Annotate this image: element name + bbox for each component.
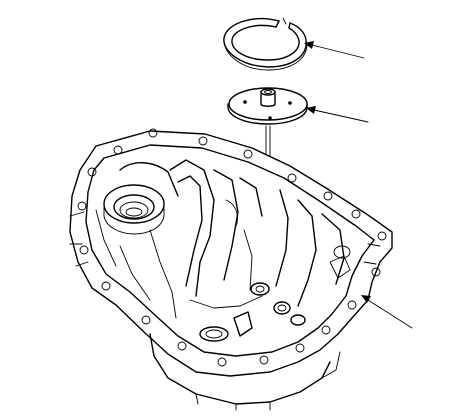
bolt-holes <box>77 128 387 367</box>
shim-plate-leader <box>306 106 369 123</box>
snap-ring-leader <box>304 41 365 59</box>
snap-ring <box>223 17 308 71</box>
lower-bosses <box>199 245 351 342</box>
internal-ribs <box>95 159 345 319</box>
callout-leaders <box>304 41 413 329</box>
shim-plate <box>227 87 308 125</box>
transmission-housing <box>69 128 393 411</box>
bearing-bore <box>103 184 165 235</box>
housing-leader <box>361 295 413 329</box>
